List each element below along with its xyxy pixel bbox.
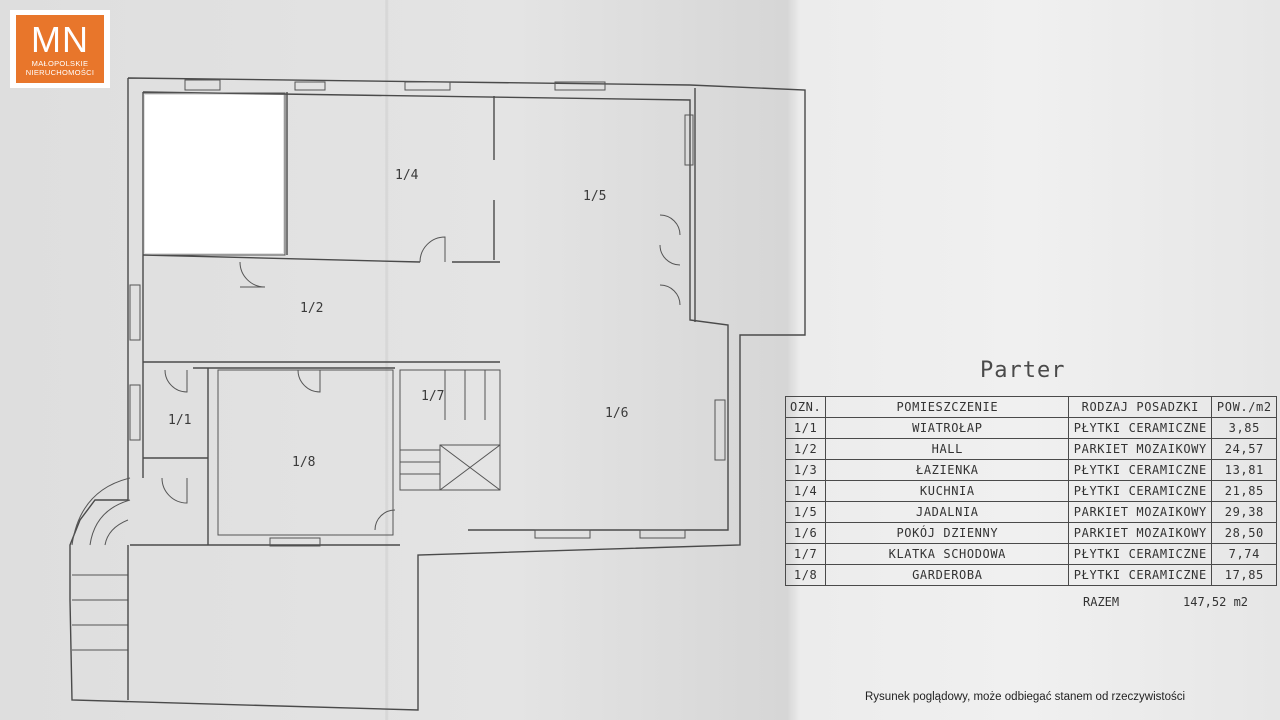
cell-area: 28,50 — [1211, 522, 1278, 544]
cell-area: 24,57 — [1211, 438, 1278, 460]
window — [684, 114, 694, 166]
header-area: POW./m2 — [1211, 396, 1278, 418]
window — [534, 529, 591, 539]
cell-ozn: 1/4 — [784, 480, 827, 502]
table-header-row: OZN. POMIESZCZENIE RODZAJ POSADZKI POW./… — [784, 396, 1278, 418]
door-arc — [659, 244, 681, 266]
window — [129, 384, 141, 441]
cell-area: 29,38 — [1211, 501, 1278, 523]
door-arc — [164, 369, 188, 393]
door-arc — [659, 214, 681, 236]
header-ozn: OZN. — [784, 396, 827, 418]
cell-ozn: 1/7 — [784, 543, 827, 565]
table-row: 1/5 JADALNIA PARKIET MOZAIKOWY 29,38 — [784, 501, 1278, 523]
logo-line-1: MAŁOPOLSKIE — [31, 59, 89, 68]
cell-ozn: 1/1 — [784, 417, 827, 439]
window — [294, 81, 326, 91]
window — [269, 537, 321, 547]
total-value: 147,52 m2 — [1183, 595, 1249, 609]
table-row: 1/4 KUCHNIA PŁYTKI CERAMICZNE 21,85 — [784, 480, 1278, 502]
room-1-3-wall — [142, 92, 286, 256]
company-logo: MN MAŁOPOLSKIE NIERUCHOMOŚCI — [10, 10, 110, 88]
cell-room: JADALNIA — [825, 501, 1070, 523]
door-arc — [161, 477, 188, 504]
cell-floor: PŁYTKI CERAMICZNE — [1068, 459, 1213, 481]
room-label-1-5: 1/5 — [583, 189, 606, 204]
room-1-8-wall — [217, 369, 394, 536]
disclaimer-note: Rysunek poglądowy, może odbiegać stanem … — [865, 691, 1186, 703]
cell-floor: PARKIET MOZAIKOWY — [1068, 501, 1213, 523]
cell-floor: PŁYTKI CERAMICZNE — [1068, 417, 1213, 439]
window — [714, 399, 726, 461]
window — [129, 284, 141, 341]
cell-floor: PŁYTKI CERAMICZNE — [1068, 480, 1213, 502]
header-floor: RODZAJ POSADZKI — [1068, 396, 1213, 418]
cell-ozn: 1/3 — [784, 459, 827, 481]
table-row: 1/1 WIATROŁAP PŁYTKI CERAMICZNE 3,85 — [784, 417, 1278, 439]
table-row: 1/8 GARDEROBA PŁYTKI CERAMICZNE 17,85 — [784, 564, 1278, 586]
cell-area: 7,74 — [1211, 543, 1278, 565]
window — [184, 79, 221, 91]
window — [404, 81, 451, 91]
wall-kitchen-bottom — [142, 254, 421, 263]
door-arc — [239, 261, 266, 288]
outer-wall — [69, 77, 806, 711]
cell-ozn: 1/8 — [784, 564, 827, 586]
table-row: 1/3 ŁAZIENKA PŁYTKI CERAMICZNE 13,81 — [784, 459, 1278, 481]
logo-line-2: NIERUCHOMOŚCI — [25, 68, 95, 77]
cell-floor: PARKIET MOZAIKOWY — [1068, 438, 1213, 460]
cell-area: 21,85 — [1211, 480, 1278, 502]
door-arc — [419, 236, 446, 263]
cell-area: 13,81 — [1211, 459, 1278, 481]
stair-landing — [439, 444, 501, 491]
room-label-1-2: 1/2 — [300, 301, 323, 316]
table-row: 1/7 KLATKA SCHODOWA PŁYTKI CERAMICZNE 7,… — [784, 543, 1278, 565]
cell-floor: PŁYTKI CERAMICZNE — [1068, 564, 1213, 586]
cell-ozn: 1/6 — [784, 522, 827, 544]
logo-mark: MN — [31, 19, 89, 60]
room-label-1-8: 1/8 — [292, 455, 315, 470]
cell-room: POKÓJ DZIENNY — [825, 522, 1070, 544]
cell-ozn: 1/2 — [784, 438, 827, 460]
door-arc — [659, 284, 681, 306]
spiral-stair — [71, 477, 131, 546]
door-arc — [297, 369, 321, 393]
cell-room: ŁAZIENKA — [825, 459, 1070, 481]
door-arc — [374, 509, 396, 531]
window — [554, 81, 606, 91]
room-label-1-7: 1/7 — [421, 389, 444, 404]
cell-ozn: 1/5 — [784, 501, 827, 523]
room-1-3-fill — [145, 95, 283, 253]
cell-room: WIATROŁAP — [825, 417, 1070, 439]
table-row: 1/6 POKÓJ DZIENNY PARKIET MOZAIKOWY 28,5… — [784, 522, 1278, 544]
stair-cross — [439, 444, 501, 491]
cell-area: 3,85 — [1211, 417, 1278, 439]
floor-title: Parter — [980, 358, 1066, 383]
cell-room: HALL — [825, 438, 1070, 460]
cell-area: 17,85 — [1211, 564, 1278, 586]
total-label: RAZEM — [1083, 595, 1120, 609]
window — [639, 529, 686, 539]
header-room: POMIESZCZENIE — [825, 396, 1070, 418]
room-label-1-4: 1/4 — [395, 168, 419, 183]
cell-floor: PŁYTKI CERAMICZNE — [1068, 543, 1213, 565]
table-row: 1/2 HALL PARKIET MOZAIKOWY 24,57 — [784, 438, 1278, 460]
room-table: OZN. POMIESZCZENIE RODZAJ POSADZKI POW./… — [784, 396, 1278, 586]
room-label-1-6: 1/6 — [605, 406, 628, 421]
room-label-1-1: 1/1 — [168, 413, 191, 428]
cell-room: KLATKA SCHODOWA — [825, 543, 1070, 565]
paper-fold — [385, 0, 389, 720]
cell-room: KUCHNIA — [825, 480, 1070, 502]
cell-floor: PARKIET MOZAIKOWY — [1068, 522, 1213, 544]
cell-room: GARDEROBA — [825, 564, 1070, 586]
